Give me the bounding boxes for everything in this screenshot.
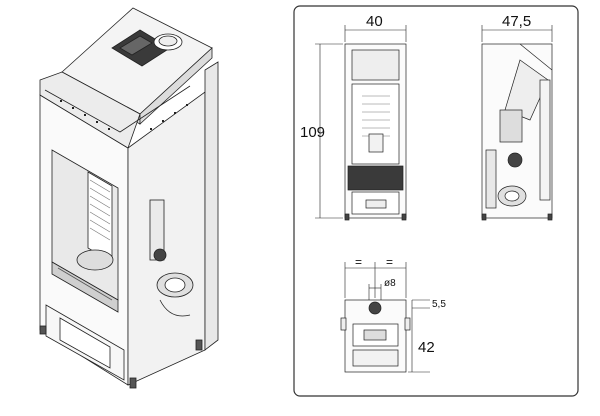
front-height-dimension (315, 43, 343, 219)
top-equal-dimension (344, 262, 407, 298)
side-view-drawing (481, 43, 553, 221)
stove-side-face (127, 91, 206, 386)
isometric-stove-drawing (39, 7, 219, 389)
top-flue-outlet (368, 301, 382, 315)
burn-pot (76, 249, 114, 271)
frame-vent-holes (60, 100, 188, 130)
flue-diameter-label: ø8 (384, 278, 396, 289)
flue-offset-label: 5,5 (432, 299, 446, 310)
top-height-dimension (408, 300, 430, 373)
side-depth-label: 47,5 (502, 13, 531, 30)
side-depth-dimension (481, 25, 553, 42)
flue-diameter-dimension (368, 284, 382, 300)
flue-offset-dimension (412, 299, 430, 309)
top-equal-right-label: = (386, 255, 393, 269)
top-view-drawing (340, 299, 411, 373)
top-equal-left-label: = (355, 255, 362, 269)
stove-feet (39, 325, 203, 389)
front-height-label: 109 (300, 124, 325, 141)
front-view-drawing (344, 43, 407, 221)
ash-grate (51, 261, 119, 313)
top-height-label: 42 (418, 339, 435, 356)
auger-mechanism (149, 199, 194, 317)
front-width-dimension (344, 25, 407, 42)
front-width-label: 40 (366, 13, 383, 30)
